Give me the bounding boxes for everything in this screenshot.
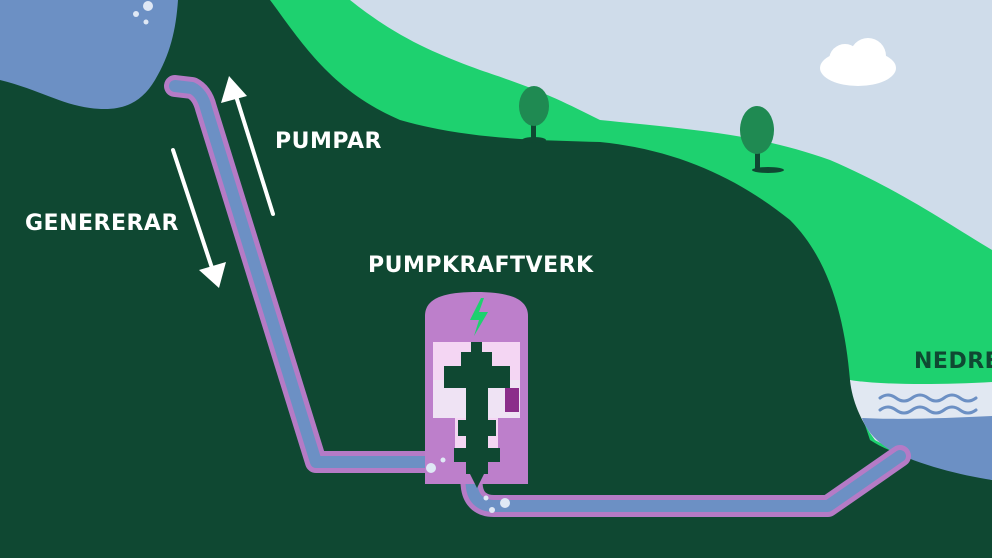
label-pumpkraftverk: PUMPKRAFTVERK [368,253,594,278]
turbine-icon [444,342,510,474]
upper-reservoir [0,0,178,110]
lower-reservoir [862,416,992,480]
bubbles-icon [133,1,153,25]
tree-icon [519,86,549,143]
flow-arrow-icon [470,474,484,488]
label-pumpar: PUMPAR [275,129,382,154]
power-station [425,292,528,488]
cloud-icon [820,38,896,86]
lightning-bolt-icon [470,298,488,336]
label-nedre: NEDRE [914,349,992,374]
arrow-down-icon [171,148,226,288]
label-genererar: GENERERAR [25,211,179,236]
arrow-up-icon [221,76,275,216]
tree-icon [740,106,784,173]
waves-icon [878,393,978,415]
bubbles-icon [426,457,510,513]
